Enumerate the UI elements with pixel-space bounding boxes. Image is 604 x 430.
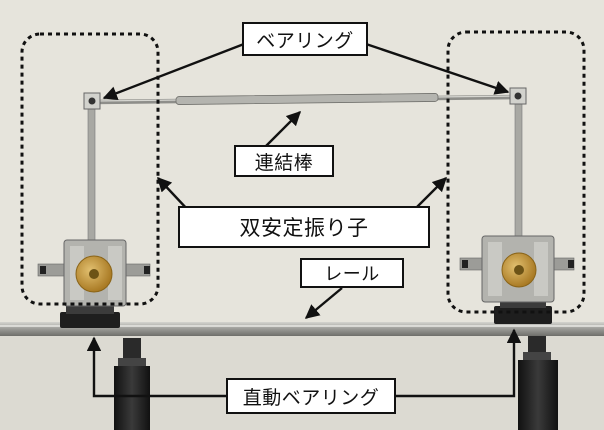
linear-bearing-carriage-left [60,304,120,328]
arrow-bearing-right [365,42,510,95]
pendulum-assembly-right [459,99,575,303]
arrow-rail [304,287,343,319]
bearing-block-right [509,87,527,105]
connecting-rod [91,93,521,105]
label-bistable-pendulum: 双安定振り子 [178,206,430,248]
dashed-region-left [20,32,160,306]
label-linear-bearing: 直動ベアリング [226,378,396,414]
support-post-right [518,330,558,430]
arrow-linear-bearing-right [396,328,522,398]
arrow-pendulum-right [413,176,448,211]
label-connecting-rod: 連結棒 [234,145,334,177]
support-post-left [114,338,150,430]
bearing-block-left [83,92,101,110]
label-rail: レール [300,258,404,288]
pendulum-assembly-left [37,101,151,307]
label-bearing: ベアリング [242,22,368,56]
arrow-bearing-left [102,42,245,101]
arrow-pendulum-left [157,176,189,211]
dashed-region-right [446,30,586,314]
arrow-linear-bearing-left [86,336,228,398]
arrow-connecting-rod [265,110,302,147]
